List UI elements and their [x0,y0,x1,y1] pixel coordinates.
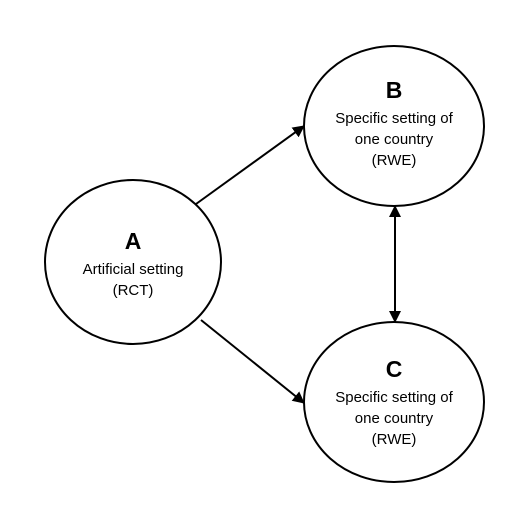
node-b-letter: B [386,77,403,103]
node-a-letter: A [125,228,142,254]
node-b-description-line1: Specific setting of [335,110,453,127]
node-b: B Specific setting of one country (RWE) [303,45,485,207]
node-b-description-line2: one country [355,131,434,148]
node-c-shape [303,321,485,483]
node-c-description-line2: one country [355,410,434,427]
node-c-letter: C [386,356,403,382]
node-c-description-line1: Specific setting of [335,389,453,406]
node-a-shape [44,179,222,345]
node-b-abbreviation: (RWE) [372,152,417,169]
edge-a-to-c [200,319,305,404]
node-a: A Artificial setting (RCT) [44,179,222,345]
node-b-shape [303,45,485,207]
node-a-description: Artificial setting [83,261,184,278]
node-c-abbreviation: (RWE) [372,431,417,448]
node-a-abbreviation: (RCT) [113,282,154,299]
edge-a-to-b [195,125,305,205]
node-c: C Specific setting of one country (RWE) [303,321,485,483]
